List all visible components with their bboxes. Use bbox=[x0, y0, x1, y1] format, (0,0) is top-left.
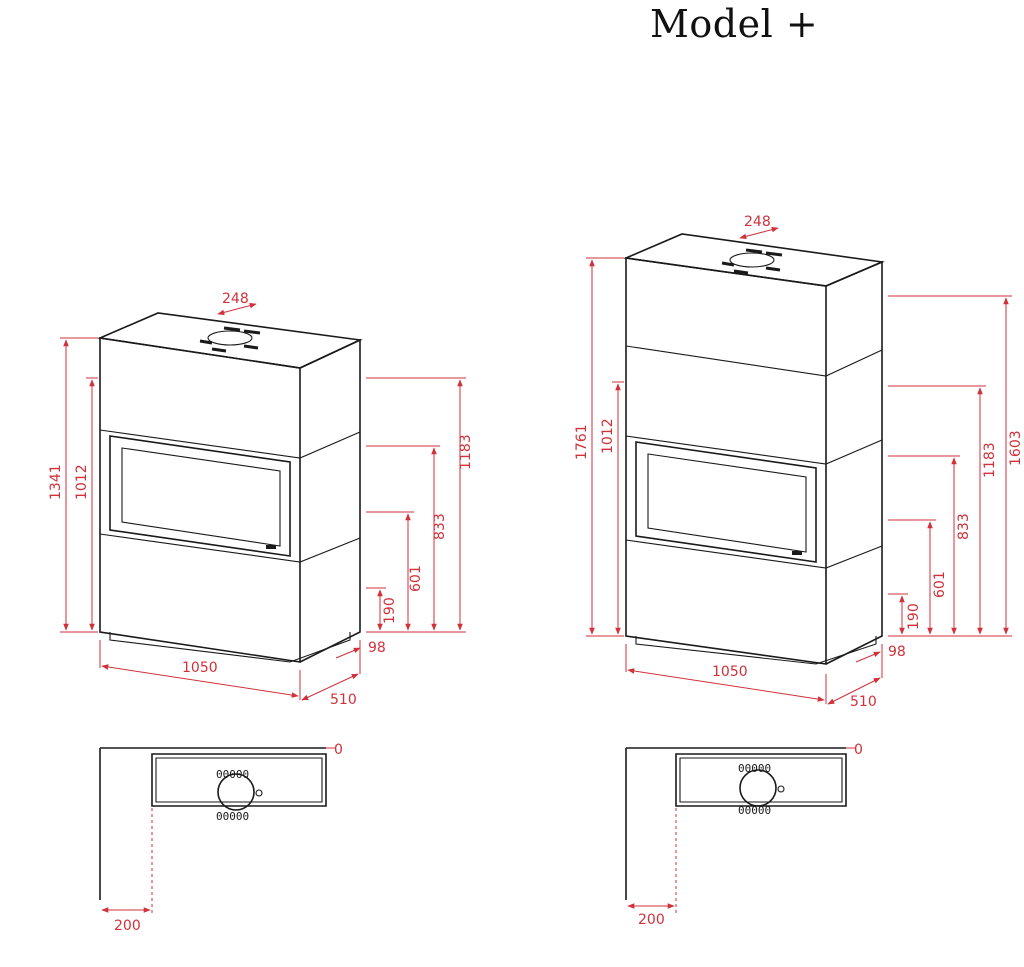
right-dim-1050: 1050 bbox=[712, 664, 748, 680]
left-dim-1050: 1050 bbox=[182, 660, 218, 676]
left-top-face bbox=[97, 312, 363, 369]
left-dim-1341: 1341 bbox=[48, 464, 64, 500]
svg-text:00000: 00000 bbox=[216, 810, 249, 823]
right-plan-flue-icon bbox=[739, 769, 777, 807]
svg-text:00000: 00000 bbox=[738, 762, 771, 775]
left-plan-flue-icon bbox=[217, 773, 255, 811]
right-flue-outlet-icon bbox=[729, 252, 775, 268]
right-door-handle bbox=[792, 551, 802, 555]
right-plinth bbox=[635, 636, 877, 665]
left-dim-601: 601 bbox=[408, 565, 424, 592]
right-plan-vents-icon: 00000 00000 bbox=[738, 762, 771, 817]
right-front-face bbox=[625, 257, 827, 665]
left-plan-inner bbox=[155, 757, 323, 803]
left-flue-outlet-icon bbox=[207, 330, 253, 346]
right-dim-510: 510 bbox=[850, 694, 877, 710]
svg-text:00000: 00000 bbox=[216, 768, 249, 781]
right-plan-knob-icon bbox=[777, 785, 785, 793]
right-dim-833: 833 bbox=[956, 513, 972, 540]
right-door-glass bbox=[647, 453, 807, 553]
right-section-line-1 bbox=[625, 345, 883, 377]
svg-text:00000: 00000 bbox=[738, 804, 771, 817]
right-dim-601: 601 bbox=[932, 571, 948, 598]
left-dim-833: 833 bbox=[432, 513, 448, 540]
left-stove-plan-view: 00000 00000 0 200 bbox=[99, 742, 343, 934]
left-dim-510: 510 bbox=[330, 692, 357, 708]
left-plan-knob-icon bbox=[255, 789, 263, 797]
left-plan-dim-0: 0 bbox=[334, 742, 343, 758]
right-vent-slots-icon bbox=[721, 248, 783, 275]
right-stove-front-view: 248 1761 1012 1603 1183 833 601 190 98 1… bbox=[574, 214, 1024, 710]
right-dim-98: 98 bbox=[888, 644, 906, 660]
right-stove-plan-view: 00000 00000 0 200 bbox=[625, 742, 863, 928]
right-section-line-2 bbox=[625, 435, 883, 465]
left-side-face bbox=[299, 338, 361, 663]
right-dim-1183: 1183 bbox=[982, 442, 998, 478]
left-door-glass bbox=[121, 447, 281, 547]
right-door-frame bbox=[635, 441, 817, 563]
right-dim-1603: 1603 bbox=[1008, 430, 1024, 466]
right-plan-dim-0: 0 bbox=[854, 742, 863, 758]
right-dim-1012: 1012 bbox=[600, 418, 616, 454]
right-plan-body bbox=[675, 753, 847, 807]
left-stove-front-view: 248 1341 1012 1183 833 601 190 98 1050 bbox=[48, 291, 474, 708]
left-plan-dim-200: 200 bbox=[114, 918, 141, 934]
left-dim-1012: 1012 bbox=[74, 464, 90, 500]
model-title: Model + bbox=[650, 2, 819, 46]
left-dim-190: 190 bbox=[382, 597, 398, 624]
left-plan-vents-icon: 00000 00000 bbox=[216, 768, 249, 823]
left-dim-98: 98 bbox=[368, 640, 386, 656]
right-section-line-3 bbox=[625, 539, 883, 569]
left-dim-248: 248 bbox=[222, 291, 249, 307]
right-side-face bbox=[825, 260, 883, 665]
left-plan-body bbox=[151, 753, 327, 807]
right-plan-dim-200: 200 bbox=[638, 912, 665, 928]
left-section-line-2 bbox=[99, 533, 361, 563]
left-door-frame bbox=[109, 435, 291, 557]
right-dim-248: 248 bbox=[744, 214, 771, 230]
left-section-line-1 bbox=[99, 429, 361, 459]
left-front-face bbox=[99, 337, 301, 663]
right-dim-190: 190 bbox=[906, 603, 922, 630]
right-dim-1761: 1761 bbox=[574, 424, 590, 460]
left-plinth bbox=[109, 632, 351, 663]
right-plan-inner bbox=[679, 757, 843, 803]
left-vent-slots-icon bbox=[199, 326, 261, 353]
left-dim-1183: 1183 bbox=[458, 434, 474, 470]
left-door-handle bbox=[266, 545, 276, 549]
